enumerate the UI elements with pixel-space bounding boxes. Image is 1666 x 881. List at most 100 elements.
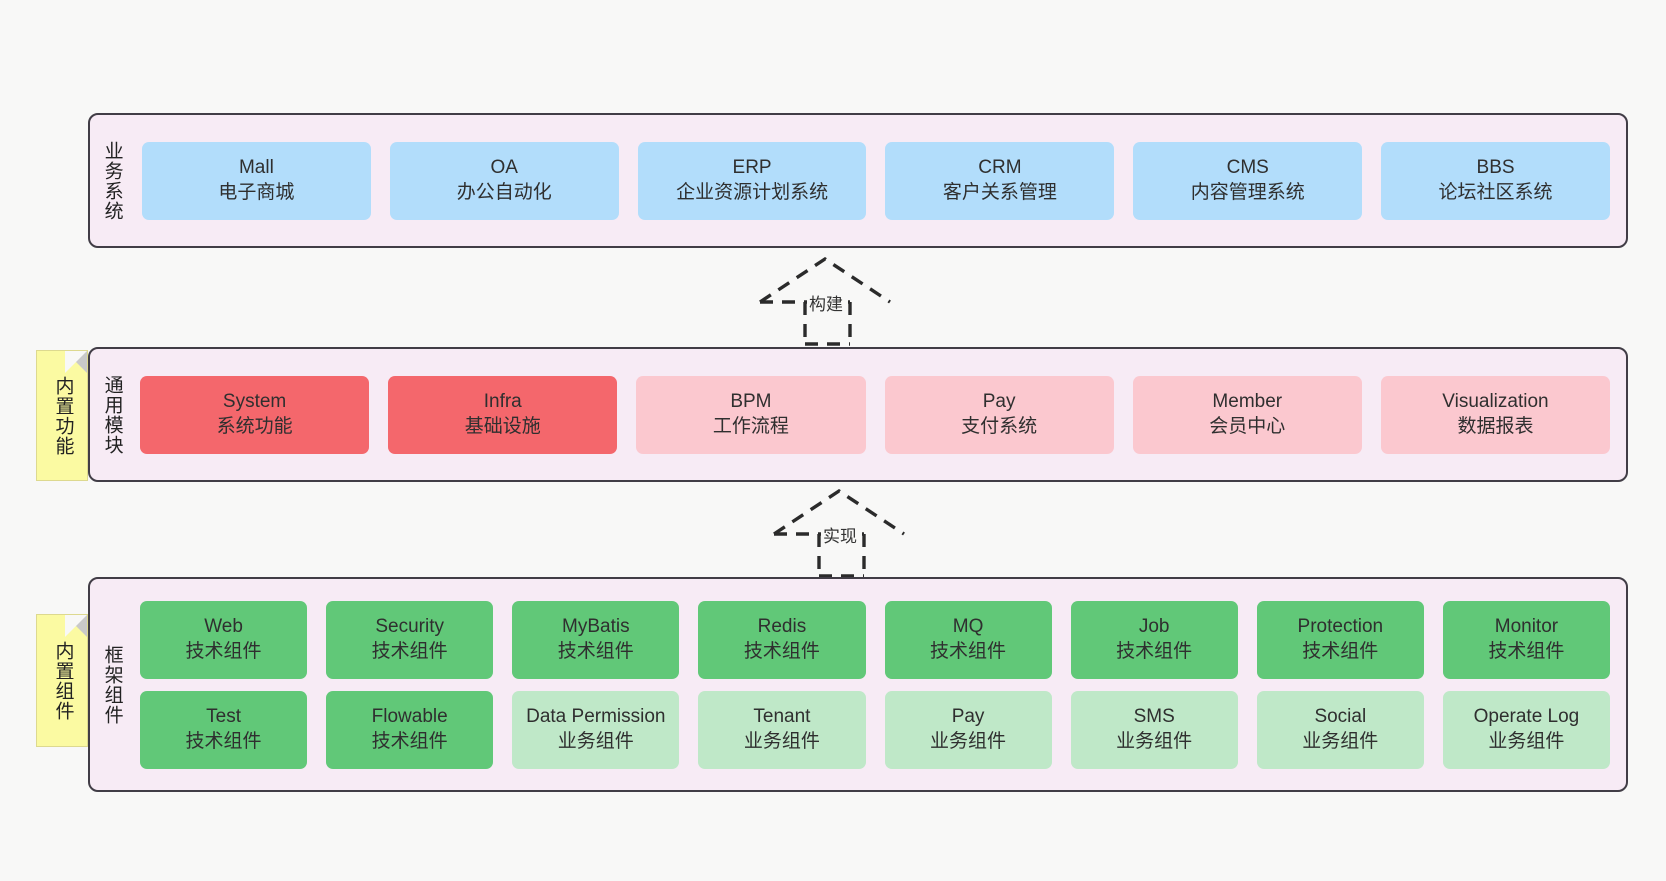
card-test[interactable]: Test 技术组件 <box>140 690 308 769</box>
card-title: Member <box>1212 391 1283 413</box>
card-oa[interactable]: OA 办公自动化 <box>389 141 619 220</box>
card-visualization[interactable]: Visualization 数据报表 <box>1380 375 1611 454</box>
fold-corner-icon <box>65 615 87 637</box>
card-title: OA <box>490 157 518 179</box>
card-subtitle: 技术组件 <box>930 640 1007 662</box>
card-subtitle: 业务组件 <box>1488 730 1565 752</box>
card-subtitle: 技术组件 <box>371 730 448 752</box>
card-sms[interactable]: SMS 业务组件 <box>1070 690 1238 769</box>
card-title: Infra <box>483 391 522 413</box>
card-title: Test <box>206 706 241 728</box>
card-title: Pay <box>982 391 1016 413</box>
card-title: BPM <box>730 391 772 413</box>
card-row: System 系统功能 Infra 基础设施 BPM 工作流程 Pay 支付系统… <box>140 375 1611 454</box>
card-member[interactable]: Member 会员中心 <box>1132 375 1362 454</box>
card-pay-business[interactable]: Pay 业务组件 <box>884 690 1052 769</box>
card-subtitle: 数据报表 <box>1457 415 1534 437</box>
card-monitor[interactable]: Monitor 技术组件 <box>1442 600 1610 679</box>
card-title: Protection <box>1297 616 1384 638</box>
card-title: Social <box>1314 706 1367 728</box>
card-subtitle: 技术组件 <box>371 640 448 662</box>
card-subtitle: 系统功能 <box>216 415 293 437</box>
layer-framework-component: 框架组件 Web 技术组件 Security 技术组件 MyBatis 技术组件… <box>88 577 1628 792</box>
card-title: Monitor <box>1494 616 1559 638</box>
card-subtitle: 业务组件 <box>743 730 820 752</box>
card-title: CRM <box>978 157 1022 179</box>
card-subtitle: 论坛社区系统 <box>1438 181 1553 203</box>
card-subtitle: 业务组件 <box>930 730 1007 752</box>
card-bbs[interactable]: BBS 论坛社区系统 <box>1381 141 1610 220</box>
card-title: System <box>222 391 287 413</box>
card-title: Data Permission <box>526 706 666 728</box>
card-subtitle: 客户关系管理 <box>942 181 1057 203</box>
card-title: Flowable <box>371 706 448 728</box>
sticky-note-builtin-function: 内置功能 <box>36 350 88 481</box>
layer-title-business: 业务系统 <box>101 140 123 221</box>
card-web[interactable]: Web 技术组件 <box>140 600 308 679</box>
card-title: ERP <box>732 157 772 179</box>
layer-body-business: Mall 电子商城 OA 办公自动化 ERP 企业资源计划系统 CRM 客户关系… <box>134 115 1626 246</box>
card-infra[interactable]: Infra 基础设施 <box>388 375 618 454</box>
card-row: Test 技术组件 Flowable 技术组件 Data Permission … <box>140 690 1610 769</box>
card-erp[interactable]: ERP 企业资源计划系统 <box>637 141 867 220</box>
card-protection[interactable]: Protection 技术组件 <box>1256 600 1424 679</box>
sticky-note-builtin-component: 内置组件 <box>36 614 88 747</box>
card-subtitle: 业务组件 <box>1302 730 1379 752</box>
card-social[interactable]: Social 业务组件 <box>1256 690 1424 769</box>
card-row: Mall 电子商城 OA 办公自动化 ERP 企业资源计划系统 CRM 客户关系… <box>142 141 1610 220</box>
card-subtitle: 技术组件 <box>185 730 262 752</box>
card-subtitle: 技术组件 <box>743 640 820 662</box>
card-mall[interactable]: Mall 电子商城 <box>142 141 371 220</box>
sticky-label: 内置组件 <box>52 640 74 721</box>
card-subtitle: 会员中心 <box>1209 415 1286 437</box>
card-security[interactable]: Security 技术组件 <box>326 600 494 679</box>
connector-build: 构建 <box>758 256 908 346</box>
card-mq[interactable]: MQ 技术组件 <box>884 600 1052 679</box>
card-operate-log[interactable]: Operate Log 业务组件 <box>1442 690 1610 769</box>
card-crm[interactable]: CRM 客户关系管理 <box>885 141 1115 220</box>
card-subtitle: 企业资源计划系统 <box>676 181 829 203</box>
card-title: Pay <box>951 706 985 728</box>
card-title: Tenant <box>753 706 811 728</box>
layer-business-system: 业务系统 Mall 电子商城 OA 办公自动化 ERP 企业资源计划系统 CRM… <box>88 113 1628 248</box>
card-bpm[interactable]: BPM 工作流程 <box>636 375 866 454</box>
card-subtitle: 电子商城 <box>218 181 295 203</box>
card-title: Redis <box>757 616 807 638</box>
card-title: MyBatis <box>562 616 630 638</box>
card-title: Visualization <box>1442 391 1549 413</box>
card-system[interactable]: System 系统功能 <box>140 375 370 454</box>
card-title: Operate Log <box>1473 706 1580 728</box>
card-title: CMS <box>1226 157 1269 179</box>
card-row: Web 技术组件 Security 技术组件 MyBatis 技术组件 Redi… <box>140 600 1610 679</box>
card-tenant[interactable]: Tenant 业务组件 <box>698 690 866 769</box>
card-subtitle: 内容管理系统 <box>1190 181 1305 203</box>
card-title: MQ <box>952 616 984 638</box>
connector-label-build: 构建 <box>807 290 845 315</box>
layer-body-common: System 系统功能 Infra 基础设施 BPM 工作流程 Pay 支付系统… <box>134 349 1626 480</box>
card-subtitle: 办公自动化 <box>456 181 552 203</box>
card-subtitle: 技术组件 <box>1302 640 1379 662</box>
card-subtitle: 技术组件 <box>1116 640 1193 662</box>
card-data-permission[interactable]: Data Permission 业务组件 <box>512 690 680 769</box>
card-title: Mall <box>238 157 274 179</box>
card-subtitle: 基础设施 <box>464 415 541 437</box>
card-title: SMS <box>1133 706 1175 728</box>
layer-common-module: 通用模块 System 系统功能 Infra 基础设施 BPM 工作流程 Pay… <box>88 347 1628 482</box>
card-subtitle: 业务组件 <box>557 730 634 752</box>
card-job[interactable]: Job 技术组件 <box>1070 600 1238 679</box>
card-cms[interactable]: CMS 内容管理系统 <box>1133 141 1363 220</box>
card-mybatis[interactable]: MyBatis 技术组件 <box>512 600 680 679</box>
card-subtitle: 工作流程 <box>712 415 789 437</box>
card-redis[interactable]: Redis 技术组件 <box>698 600 866 679</box>
card-pay[interactable]: Pay 支付系统 <box>884 375 1114 454</box>
card-subtitle: 支付系统 <box>961 415 1038 437</box>
layer-title-framework: 框架组件 <box>101 644 123 725</box>
card-title: Security <box>375 616 444 638</box>
fold-corner-icon <box>65 351 87 373</box>
connector-implement: 实现 <box>772 488 922 578</box>
card-subtitle: 技术组件 <box>557 640 634 662</box>
sticky-label: 内置功能 <box>52 375 74 456</box>
card-flowable[interactable]: Flowable 技术组件 <box>326 690 494 769</box>
card-title: Web <box>204 616 243 638</box>
